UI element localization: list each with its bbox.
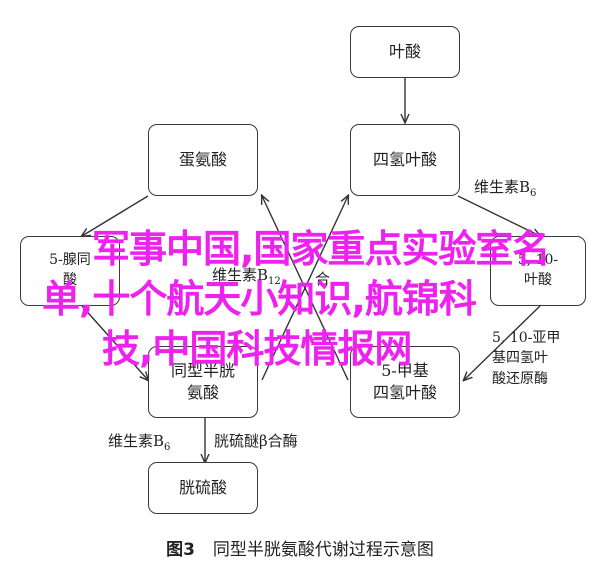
label-reductase: 5, 10-亚甲 基四氢叶 酸还原酶 [492, 330, 561, 387]
label-he: 合 [315, 270, 331, 288]
label-b6-top-sub: 6 [530, 188, 537, 199]
label-b12-name: 维生素B [212, 266, 269, 284]
node-methyl-thf: 5-甲基 四氢叶酸 [350, 346, 460, 418]
label-vitamin-b6-bottom: 维生素B6 [108, 430, 170, 453]
arrow-methylene-to-methyl [464, 305, 541, 380]
caption-figure-number: 图3 [166, 540, 195, 560]
label-vitamin-b12: 维生素B12 [212, 264, 281, 287]
overlay-line-1: 军事中国,国家重点实验室名 [92, 227, 550, 271]
node-folic-acid: 叶酸 [350, 26, 460, 78]
node-cystathionine: 同型半胱 氨酸 [148, 346, 258, 418]
arrow-methyl-to-thf [261, 196, 348, 381]
figure-caption: 图3 同型半胱氨酸代谢过程示意图 [0, 535, 600, 560]
label-b12-sub: 12 [268, 276, 281, 287]
label-synthase: 胱硫醚β合酶 [214, 432, 298, 450]
node-methylene-thf: 5, 10- 叶酸 [490, 236, 586, 306]
label-vitamin-b6-top: 维生素B6 [474, 176, 536, 199]
overlay-line-3: 技,中国科技情报网 [102, 327, 412, 371]
label-b6-bottom-sub: 6 [164, 442, 171, 453]
arrow-homocysteine-to-cystathionine [81, 305, 148, 380]
arrow-methionine-to-homocysteine [82, 195, 149, 236]
label-b6-bottom-name: 维生素B [108, 432, 165, 450]
watermark-overlay-text: 军事中国,国家重点实验室名 单,十个航天小知识,航锦科 技,中国科技情报网 [42, 224, 592, 374]
node-thf: 四氢叶酸 [350, 124, 460, 196]
node-cysteine: 胱硫酸 [148, 462, 258, 514]
overlay-line-2: 单,十个航天小知识,航锦科 [42, 277, 477, 321]
caption-title: 同型半胱氨酸代谢过程示意图 [212, 540, 434, 560]
arrow-thf-to-methylene [457, 195, 540, 236]
node-methionine: 蛋氨酸 [148, 124, 258, 196]
label-b6-top-name: 维生素B [474, 178, 531, 196]
node-homocysteine-left: 5-腺同 酸 [20, 236, 120, 306]
